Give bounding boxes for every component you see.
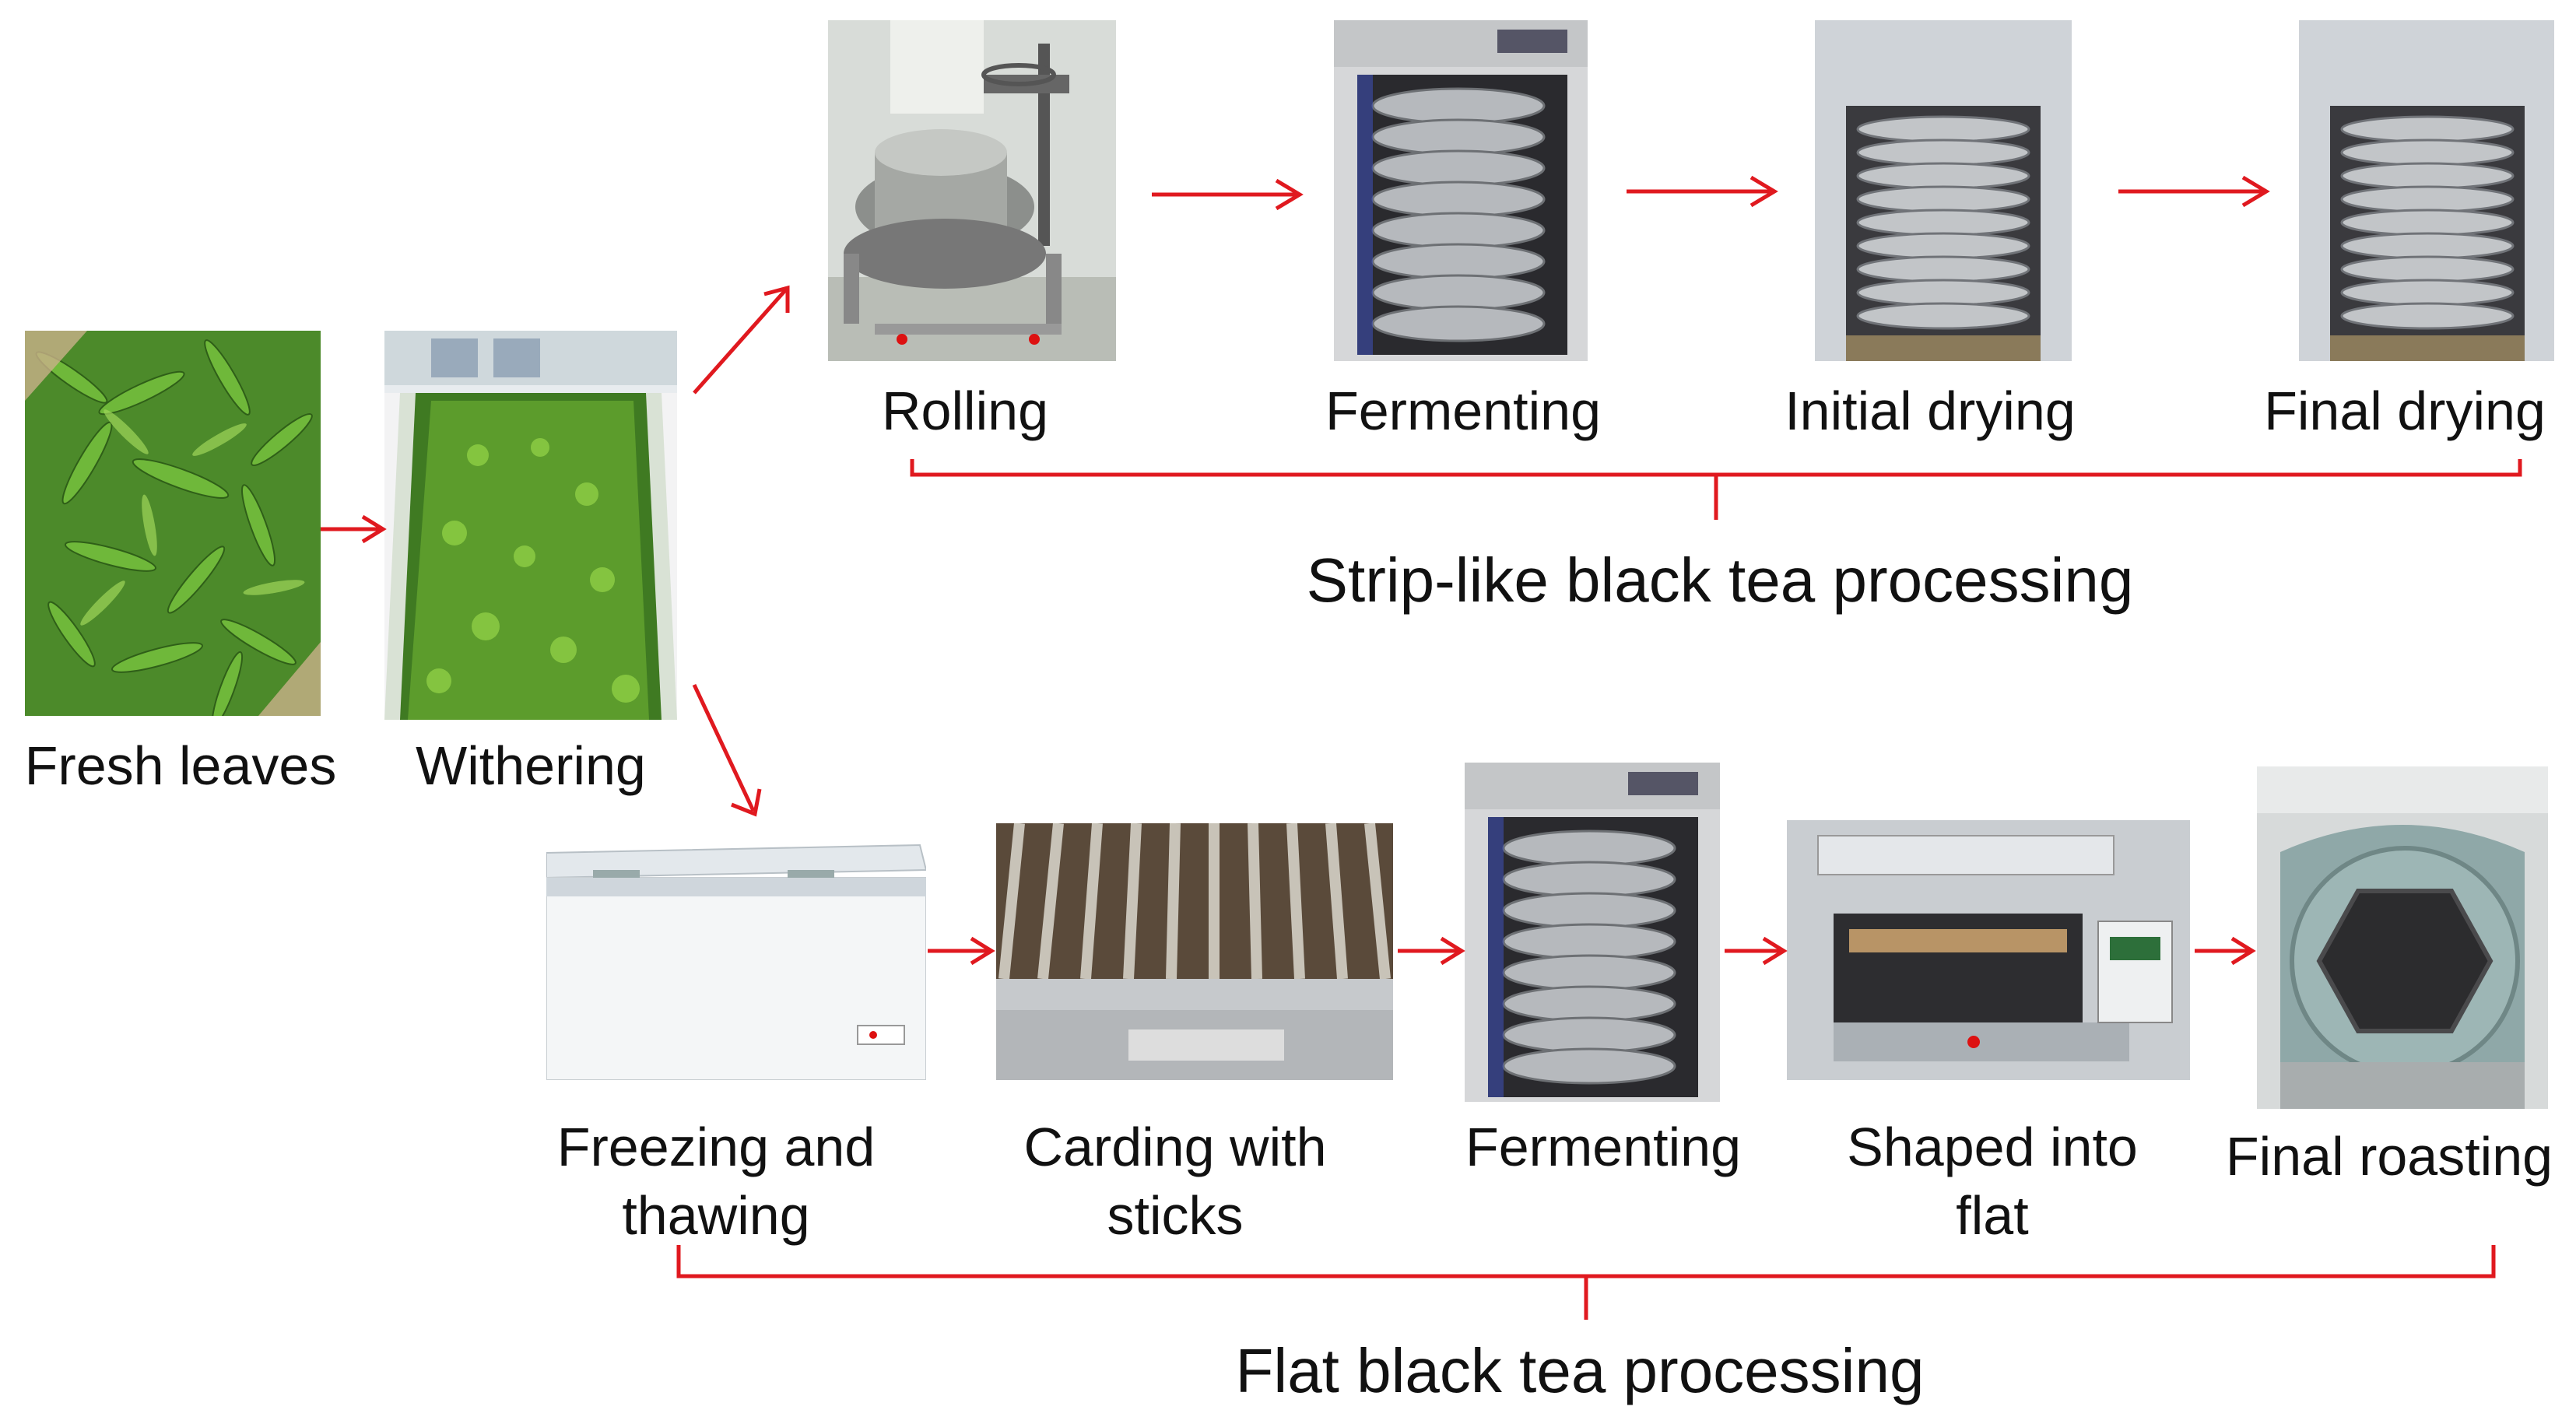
- arrowhead-fresh-to-withering: [361, 514, 387, 544]
- arrowhead-carding-to-fermenting: [1440, 936, 1465, 966]
- label-shaped-line2: flat: [1956, 1185, 2029, 1246]
- label-freezing-line1: Freezing and: [556, 1117, 876, 1177]
- roasting-drum-photo: [2257, 766, 2548, 1109]
- group-title-strip: Strip-like black tea processing: [1306, 545, 2134, 615]
- arrow-withering-to-freezing: [692, 683, 756, 812]
- arrowhead-shaping-to-roasting: [2230, 936, 2256, 966]
- arrowhead-withering-to-freezing: [731, 788, 762, 817]
- bracket-strip: [910, 459, 2522, 520]
- label-final-drying: Final drying: [2264, 381, 2546, 441]
- label-final-roasting: Final roasting: [2225, 1126, 2553, 1187]
- final-drying-photo: [2299, 20, 2554, 361]
- label-shaped-line1: Shaped into: [1847, 1117, 2138, 1177]
- shaping-machine-photo: [1787, 820, 2190, 1080]
- arrowhead-fermenting-to-initial: [1750, 175, 1778, 208]
- carding-photo: [996, 823, 1393, 1080]
- rolling-photo: [828, 20, 1116, 361]
- fermenting-bottom-photo: [1465, 763, 1720, 1102]
- label-rolling: Rolling: [882, 381, 1048, 441]
- label-fermenting-top: Fermenting: [1325, 381, 1602, 441]
- label-fermenting-bottom: Fermenting: [1465, 1117, 1742, 1177]
- withering-photo: [384, 331, 677, 720]
- initial-drying-photo: [1815, 20, 2072, 361]
- fresh-leaves-photo: [25, 331, 321, 716]
- group-title-flat: Flat black tea processing: [1235, 1336, 1925, 1405]
- label-initial-drying: Initial drying: [1785, 381, 2076, 441]
- fermenting-top-photo: [1334, 20, 1588, 361]
- arrowhead-fermenting-to-shaping: [1762, 936, 1788, 966]
- arrowhead-rolling-to-fermenting: [1275, 178, 1304, 211]
- arrowhead-initial-to-final: [2241, 175, 2270, 208]
- arrowhead-freezing-to-carding: [970, 936, 995, 966]
- label-withering: Withering: [416, 735, 646, 796]
- label-carding-line2: sticks: [1107, 1185, 1244, 1246]
- label-fresh-leaves: Fresh leaves: [24, 735, 337, 796]
- freezer-photo: [546, 839, 926, 1080]
- label-carding-line1: Carding with: [1023, 1117, 1327, 1177]
- arrow-withering-to-rolling: [693, 288, 788, 395]
- arrowhead-withering-to-rolling: [763, 285, 790, 313]
- label-freezing-line2: thawing: [622, 1185, 810, 1246]
- bracket-flat: [676, 1245, 2496, 1320]
